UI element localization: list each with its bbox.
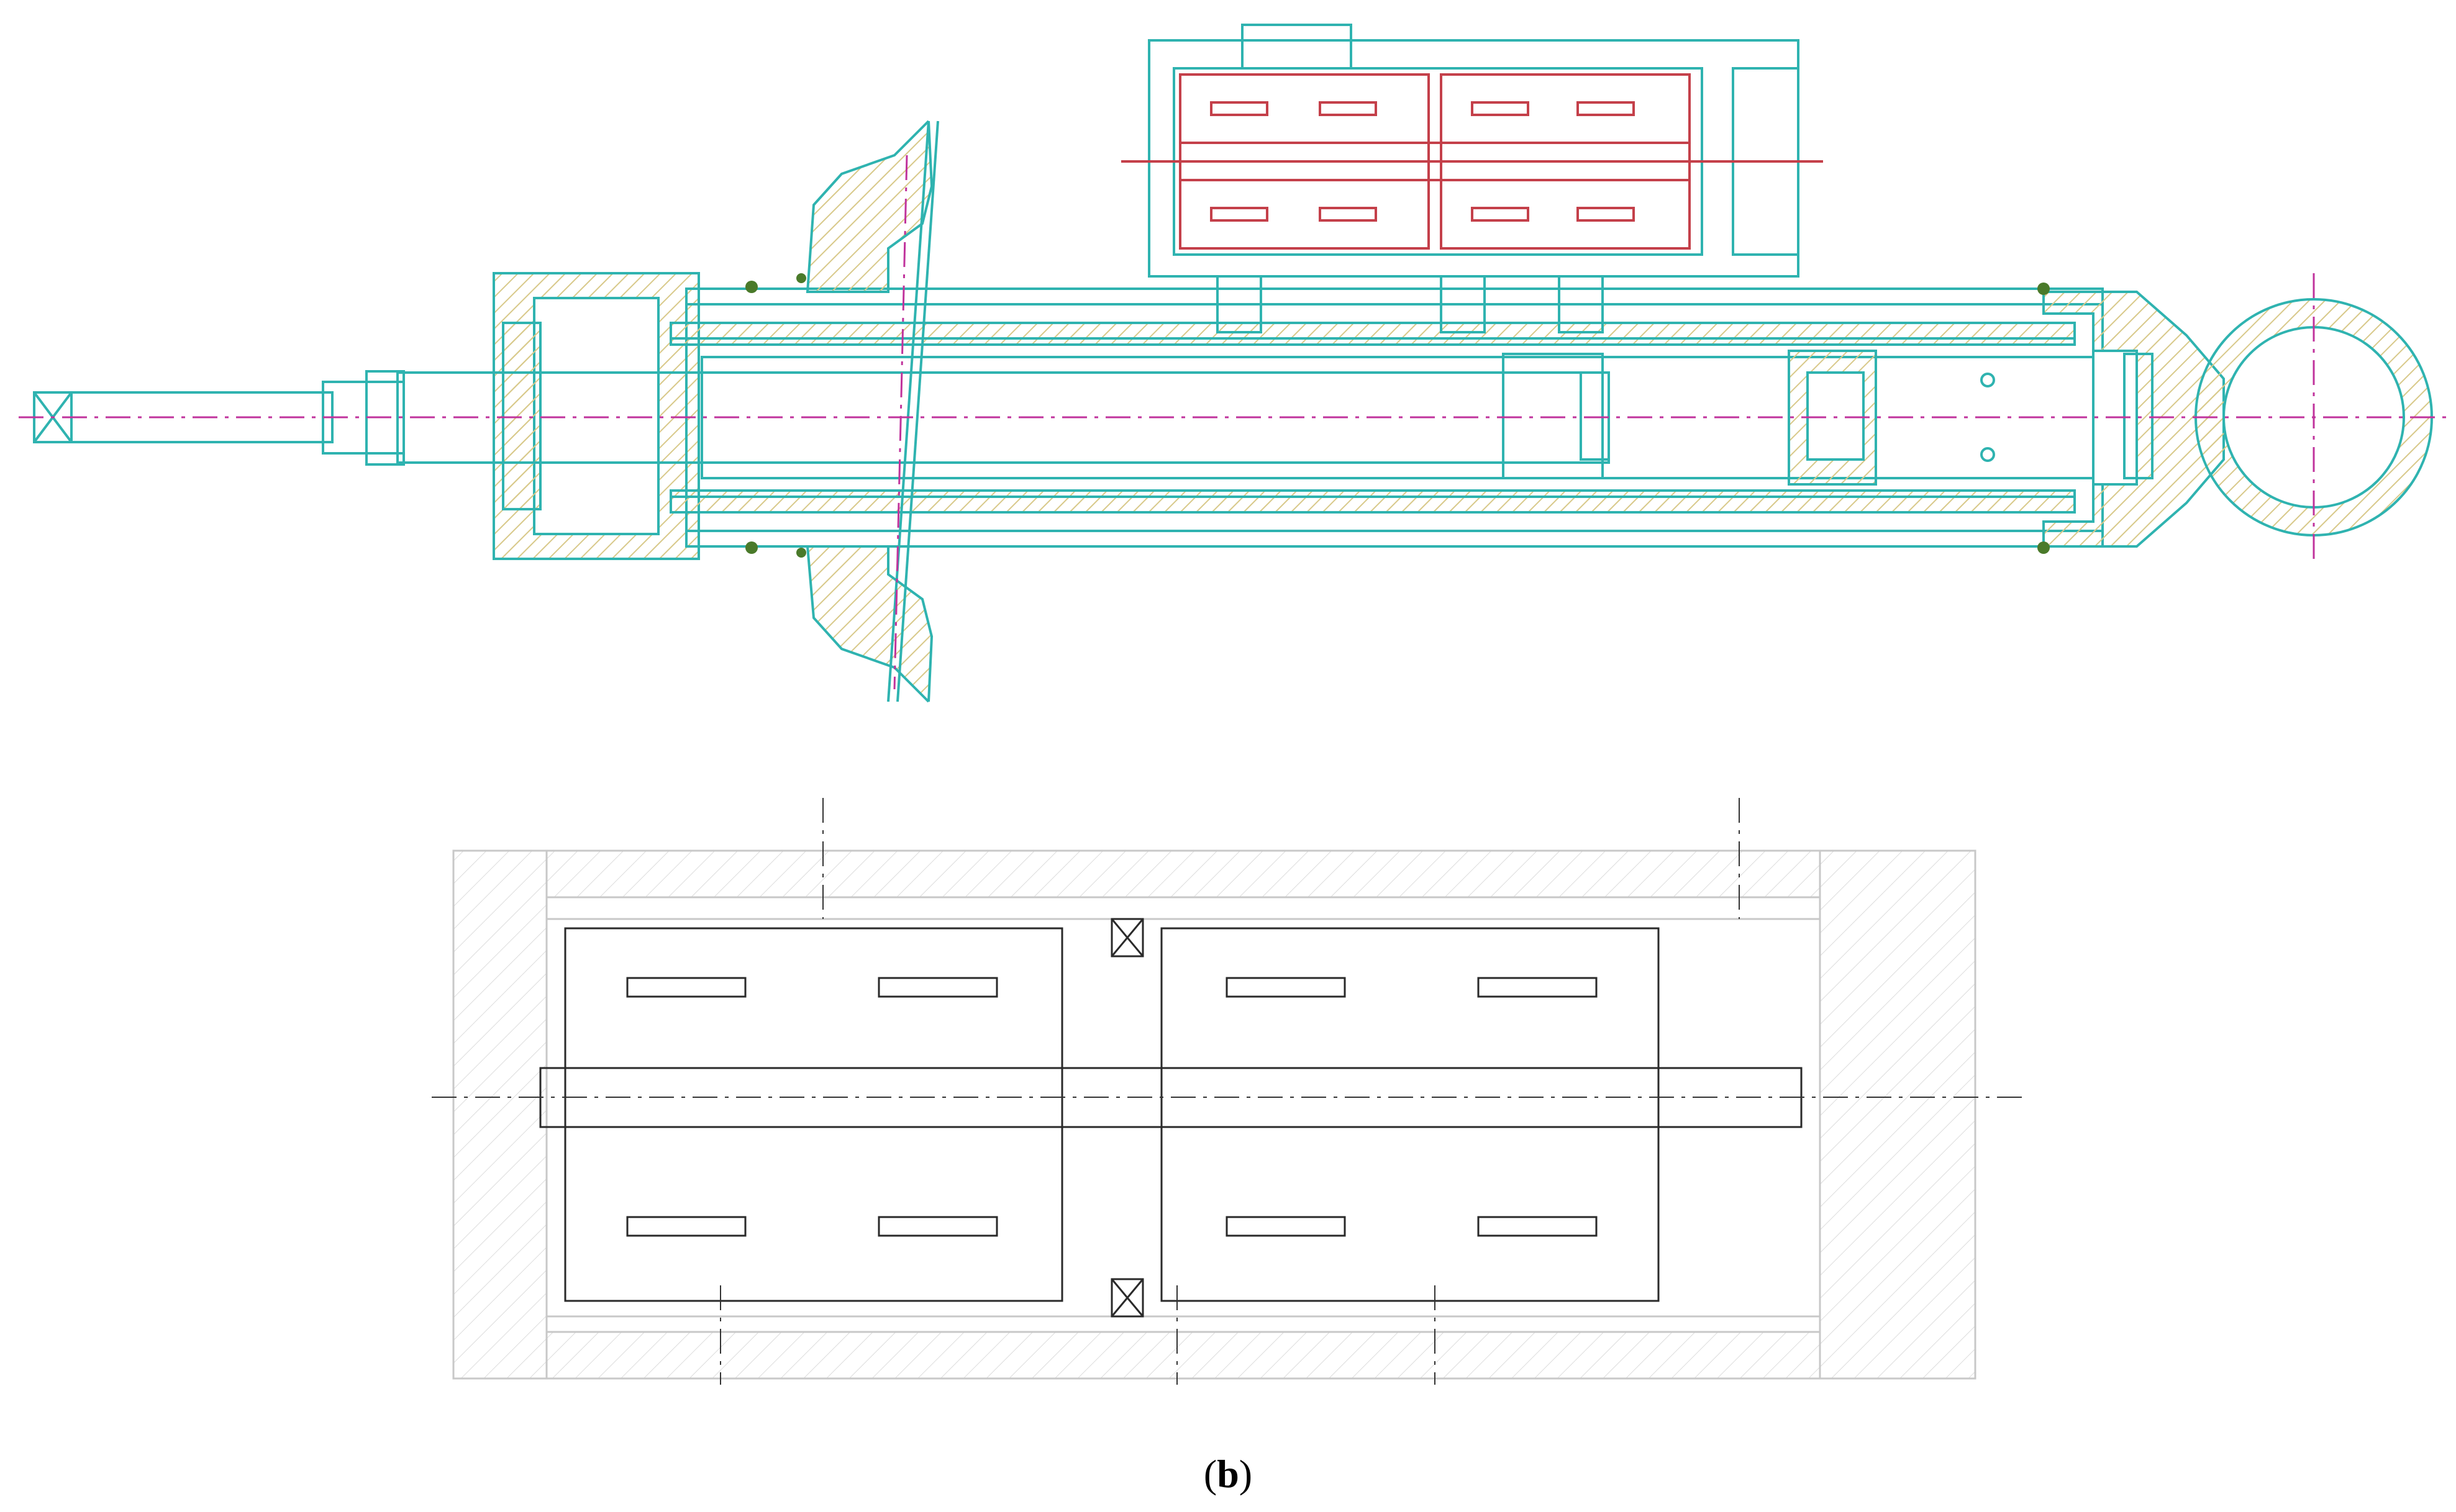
seal — [2037, 541, 2050, 554]
mounting-bracket — [806, 120, 934, 293]
seal — [2037, 283, 2050, 295]
seal — [796, 548, 806, 558]
seal — [745, 541, 758, 554]
rotor-assembly — [539, 918, 1803, 1318]
seal — [745, 281, 758, 293]
seal — [796, 273, 806, 283]
diagram-a: (a) — [19, 24, 2447, 703]
solenoid-motor — [1121, 73, 1823, 250]
diagram-b: (b) — [432, 798, 2025, 1496]
caption-b: (b) — [1204, 1452, 1252, 1496]
housing — [452, 849, 1976, 1380]
piston — [1502, 353, 1604, 479]
